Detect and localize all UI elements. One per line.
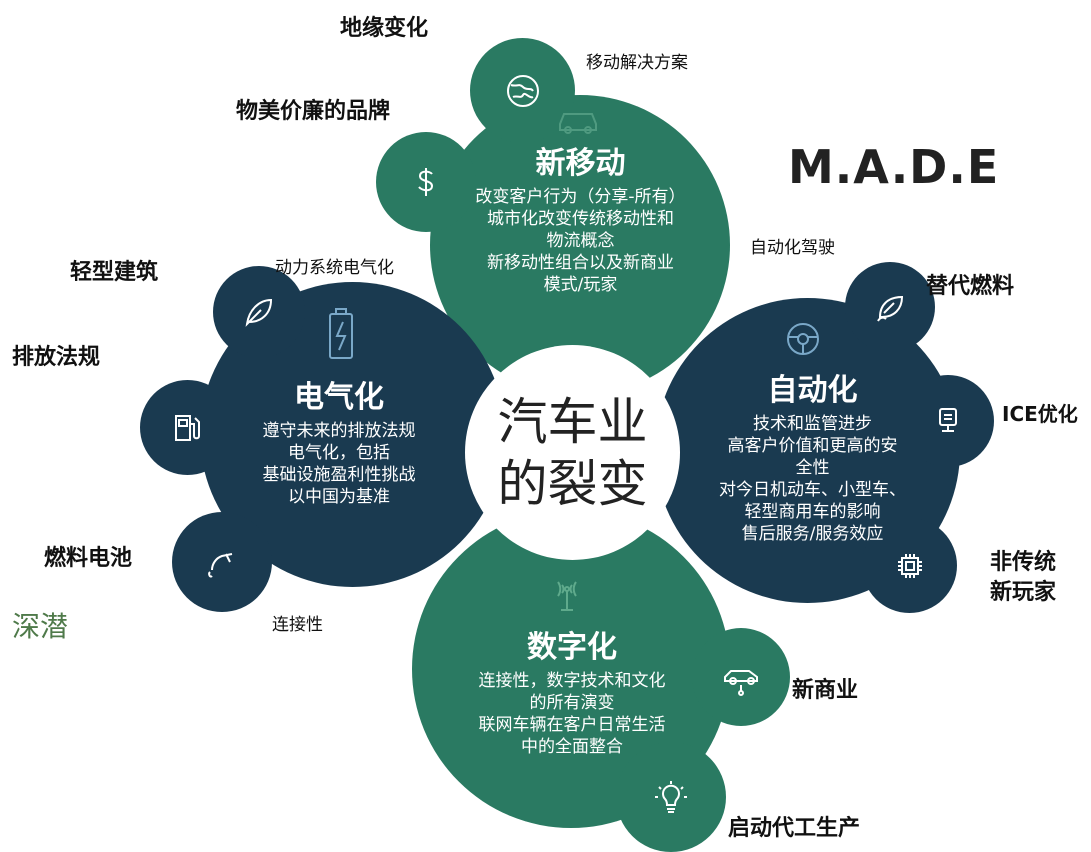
center-title-line: 的裂变 (497, 454, 648, 513)
autonomous-line: 高客户价值和更高的安 (727, 436, 898, 456)
label-powertrain-electrification: 动力系统电气化 (275, 258, 394, 278)
label-new-business: 新商业 (792, 678, 859, 703)
center-hub: 汽车业 的裂变 (465, 345, 680, 560)
mobility-line: 新移动性组合以及新商业 (487, 253, 674, 273)
label-startup-production: 启动代工生产 (728, 816, 861, 841)
label-emission-regulations: 排放法规 (12, 345, 101, 370)
digital-line: 联网车辆在客户日常生活 (478, 715, 666, 735)
fuel-pump-icon (140, 380, 235, 475)
fuel-nozzle-icon (172, 512, 272, 612)
leaf-hand-icon (845, 262, 935, 352)
electric-line: 电气化，包括 (288, 443, 390, 463)
label-fuel-cell: 燃料电池 (44, 546, 133, 571)
label-non-traditional-players: 新玩家 (990, 580, 1057, 605)
mobility-line: 物流概念 (546, 231, 615, 251)
mobility-line: 模式/玩家 (543, 275, 618, 295)
label-lightweight: 轻型建筑 (70, 260, 159, 285)
autonomous-title: 自动化 (767, 373, 858, 408)
leaf-icon (213, 266, 305, 358)
digital-text-block: 数字化 连接性，数字技术和文化 的所有演变 联网车辆在客户日常生活 中的全面整合 (432, 622, 712, 758)
electric-title: 电气化 (294, 380, 384, 415)
deep-dive-label: 深潜 (12, 610, 69, 643)
mobility-title: 新移动 (535, 146, 626, 181)
mobility-line: 改变客户行为（分享-所有） (475, 187, 686, 207)
autonomous-text-block: 自动化 技术和监管进步 高客户价值和更高的安 全性 对今日机动车、小型车、 轻型… (680, 365, 945, 545)
engine-piston-icon (902, 375, 994, 467)
autonomous-line: 轻型商用车的影响 (744, 502, 881, 522)
label-affordable-brands: 物美价廉的品牌 (236, 99, 391, 124)
chip-icon (862, 518, 957, 613)
steering-wheel-icon (784, 320, 822, 358)
electric-line: 基础设施盈利性挑战 (262, 465, 416, 485)
autonomous-line: 全性 (795, 458, 830, 478)
lightbulb-icon (616, 742, 726, 852)
label-non-traditional-players: 非传统 (990, 550, 1057, 575)
digital-line: 连接性，数字技术和文化 (478, 671, 666, 691)
car-outline-icon (556, 104, 600, 134)
mobility-text-block: 新移动 改变客户行为（分享-所有） 城市化改变传统移动性和 物流概念 新移动性组… (438, 138, 723, 296)
globe-icon (470, 38, 575, 143)
digital-line: 中的全面整合 (521, 737, 623, 757)
center-title-line: 汽车业 (497, 392, 648, 451)
label-connectivity: 连接性 (272, 615, 323, 635)
autonomous-line: 对今日机动车、小型车、 (719, 480, 906, 500)
brand-label: M.A.D.E (788, 140, 1000, 194)
label-autonomous-driving: 自动化驾驶 (750, 238, 835, 258)
antenna-icon (548, 572, 586, 612)
mobility-line: 城市化改变传统移动性和 (487, 209, 674, 229)
electric-line: 以中国为基准 (288, 487, 390, 507)
electric-line: 遵守未来的排放法规 (262, 421, 416, 441)
electric-text-block: 电气化 遵守未来的排放法规 电气化，包括 基础设施盈利性挑战 以中国为基准 (214, 372, 464, 508)
autonomous-line: 技术和监管进步 (753, 414, 872, 434)
connected-car-icon (692, 628, 790, 726)
digital-line: 的所有演变 (529, 693, 615, 713)
dollar-icon (376, 132, 476, 232)
label-geopolitics: 地缘变化 (340, 16, 429, 41)
label-alternative-fuels: 替代燃料 (926, 274, 1015, 299)
label-ice-optimization: ICE优化 (1002, 402, 1078, 426)
autonomous-line: 售后服务/服务效应 (741, 524, 884, 544)
digital-title: 数字化 (527, 630, 617, 665)
label-mobility-solutions: 移动解决方案 (586, 53, 688, 73)
battery-icon (326, 308, 356, 360)
